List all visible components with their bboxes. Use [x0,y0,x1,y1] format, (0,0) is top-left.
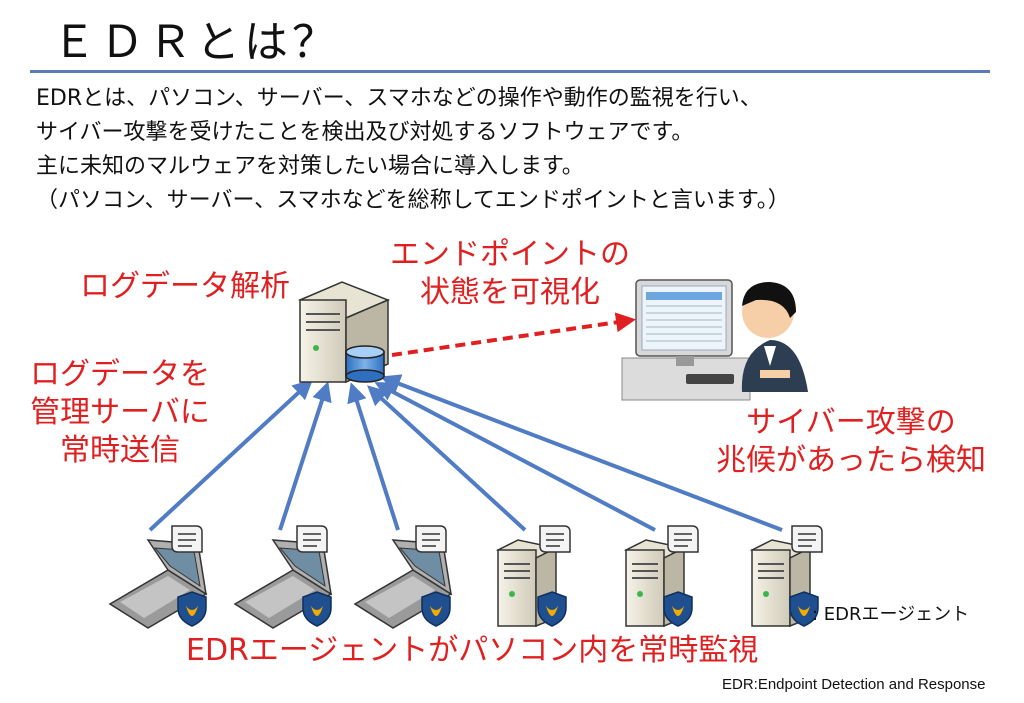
log-arrow [380,374,783,532]
log-analysis-label: ログデータ解析 [80,269,290,304]
laptop-icon [233,539,333,629]
log-send-line: ログデータを [30,357,210,392]
edr-agent-shield-icon [302,591,332,627]
log-send-label: ログデータを 管理サーバに 常時送信 [30,356,210,470]
agent-monitor-label: EDRエージェントがパソコン内を常時監視 [186,633,759,668]
description-line: EDRとは、パソコン、サーバー、スマホなどの操作や動作の監視を行い、 [36,86,762,111]
log-document-icon [296,525,328,553]
description-line: （パソコン、サーバー、スマホなどを総称してエンドポイントと言います。） [36,188,790,213]
attack-detect-line: サイバー攻撃の [746,405,956,440]
log-document-icon [171,525,203,553]
log-document-icon [539,525,571,553]
log-arrow [148,379,313,532]
log-arrow [347,382,400,531]
endpoint-visualize-line: 状態を可視化 [420,275,600,310]
visualize-arrow [391,312,636,357]
description-line: サイバー攻撃を受けたことを検出及び対処するソフトウェアです。 [36,120,694,145]
log-send-line: 管理サーバに [30,395,210,430]
edr-agent-shield-icon [663,591,693,627]
operator-at-monitor-icon [621,279,808,401]
endpoint-visualize-line: エンドポイントの [390,237,630,272]
laptop-icon [108,539,208,629]
edr-agent-shield-icon [177,591,207,627]
description-line: 主に未知のマルウェアを対策したい場合に導入します。 [36,154,584,179]
database-icon [345,345,385,383]
log-send-line: 常時送信 [60,433,180,468]
log-document-icon [667,525,699,553]
title-divider [30,70,990,73]
laptop-icon [353,539,453,629]
attack-detect-label: サイバー攻撃の 兆候があったら検知 [716,404,986,480]
log-arrows [148,374,783,532]
description: EDRとは、パソコン、サーバー、スマホなどの操作や動作の監視を行い、 サイバー攻… [36,82,790,218]
page-title: ＥＤＲとは？ [52,17,340,68]
edr-footnote: EDR:Endpoint Detection and Response [722,676,986,693]
log-document-icon [415,525,447,553]
log-arrow [374,382,656,532]
log-arrow [367,385,527,532]
edr-agent-shield-icon [789,591,819,627]
log-arrow [278,381,332,531]
endpoint-visualize-label: エンドポイントの 状態を可視化 [390,236,630,312]
edr-agent-legend: : EDRエージェント [812,604,970,625]
edr-agent-shield-icon [537,591,567,627]
edr-agent-shield-icon [421,591,451,627]
attack-detect-line: 兆候があったら検知 [716,443,986,478]
log-document-icon [791,525,823,553]
